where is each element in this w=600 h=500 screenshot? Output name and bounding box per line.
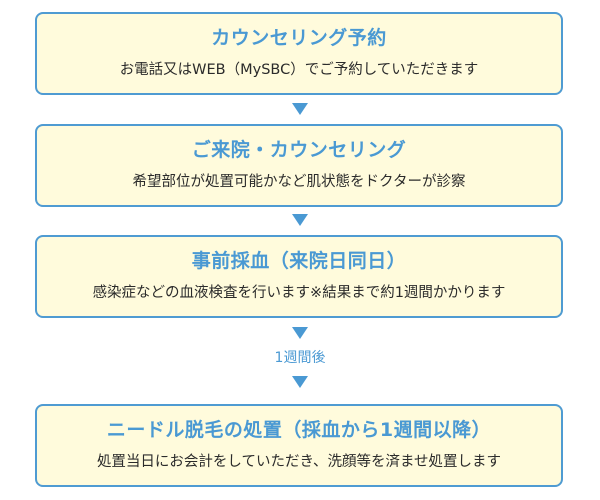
down-triangle-icon [292,214,308,226]
down-triangle-icon [292,327,308,339]
step-counseling-reservation: カウンセリング予約 お電話又はWEB（MySBC）でご予約していただきます [35,12,563,95]
step-needle-hair-removal: ニードル脱毛の処置（採血から1週間以降） 処置当日にお会計をしていただき、洗顔等… [35,404,563,487]
step-title: ご来院・カウンセリング [191,139,407,161]
step-visit-counseling: ご来院・カウンセリング 希望部位が処置可能かなど肌状態をドクターが診察 [35,124,563,207]
step-description: 処置当日にお会計をしていただき、洗顔等を済ませ処置します [96,454,502,470]
down-triangle-icon [292,103,308,115]
interval-label: 1週間後 [274,350,326,366]
step-blood-test: 事前採血（来院日同日） 感染症などの血液検査を行います※結果まで約1週間かかりま… [35,235,563,318]
step-title: カウンセリング予約 [211,27,387,49]
down-triangle-icon [292,376,308,388]
step-title: 事前採血（来院日同日） [191,250,407,272]
step-description: 感染症などの血液検査を行います※結果まで約1週間かかります [92,285,506,301]
step-description: 希望部位が処置可能かなど肌状態をドクターが診察 [132,174,466,190]
step-description: お電話又はWEB（MySBC）でご予約していただきます [119,62,479,78]
step-title: ニードル脱毛の処置（採血から1週間以降） [106,419,492,441]
